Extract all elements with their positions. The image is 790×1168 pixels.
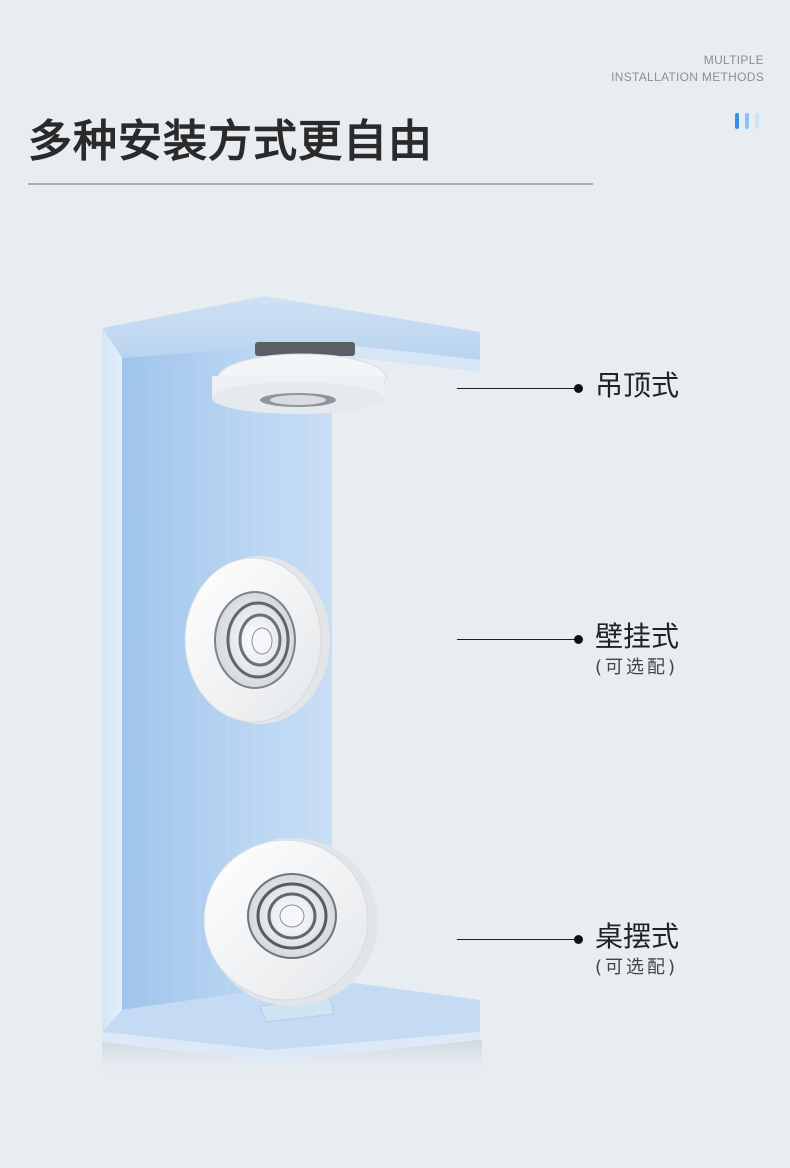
callout-line [457,388,577,389]
accent-bar-1 [735,113,739,129]
desk-device [203,838,378,1023]
page-title: 多种安装方式更自由 [28,116,433,167]
callout-optional-note: (可选配) [595,957,679,978]
callout-dot [574,635,583,644]
bottom-shelf-front [102,1032,480,1062]
eyebrow-line-1: MULTIPLE [703,53,764,67]
accent-bars [735,113,765,129]
side-wall [102,328,122,1032]
wall-device [184,556,330,724]
accent-bar-3 [755,113,759,129]
callout-line [457,939,577,940]
title-divider [28,183,593,185]
callout-line [457,639,577,640]
callout-dot [574,384,583,393]
eyebrow-line-2: INSTALLATION METHODS [611,70,764,84]
accent-bar-2 [745,113,749,129]
callout-label: 吊顶式 [595,369,680,402]
top-shelf-face [102,296,480,360]
top-shelf-front [320,342,480,372]
callout-label: 桌摆式 [595,920,680,953]
callout-optional-note: (可选配) [595,657,679,678]
eyebrow-text: MULTIPLE INSTALLATION METHODS [611,52,764,86]
installation-illustration [102,296,482,1080]
ceiling-device [212,342,387,414]
callout-dot [574,935,583,944]
callout-label: 壁挂式 [595,620,680,653]
